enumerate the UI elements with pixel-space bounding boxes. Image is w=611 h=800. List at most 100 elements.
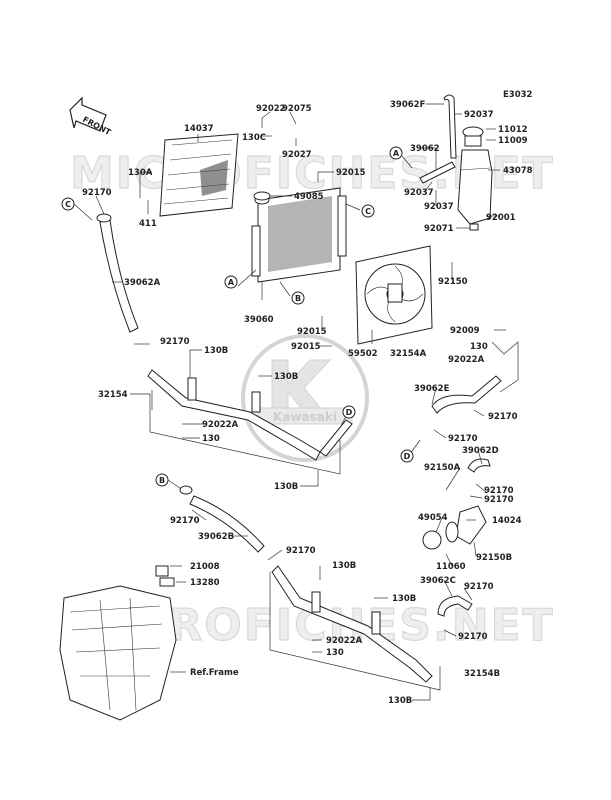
ref-circle-d-2: D: [400, 449, 414, 463]
label-39062b: 39062B: [198, 532, 234, 542]
label-130b-f: 130B: [388, 696, 412, 706]
label-92037-b: 92037: [404, 188, 434, 198]
label-130b-d: 130B: [332, 561, 356, 571]
label-92170-c: 92170: [82, 188, 112, 198]
label-92071: 92071: [424, 224, 454, 234]
label-411: 411: [139, 219, 157, 229]
label-130c: 130C: [242, 133, 266, 143]
svg-text:A: A: [228, 278, 235, 287]
pipe-32154: [147, 369, 353, 461]
label-43078: 43078: [503, 166, 533, 176]
reference-circles: A A B B C C D D: [61, 146, 414, 487]
label-92022a-b: 92022A: [202, 420, 239, 430]
label-14024: 14024: [492, 516, 522, 526]
ref-circle-d-1: D: [342, 405, 356, 419]
reservoir-tank: [457, 126, 493, 231]
label-32154: 32154: [98, 390, 128, 400]
hose-39062f: [443, 94, 457, 159]
label-39062a: 39062A: [124, 278, 161, 288]
ref-circle-c-1: C: [61, 197, 75, 211]
pipe-32154b: [271, 565, 433, 683]
label-32154a: 32154A: [390, 349, 427, 359]
svg-text:A: A: [393, 149, 400, 158]
label-130b-b: 130B: [274, 372, 298, 382]
label-39062e: 39062E: [414, 384, 450, 394]
label-92001: 92001: [486, 213, 516, 223]
leader-lines: [73, 103, 519, 701]
label-130b-a: 130B: [204, 346, 228, 356]
label-130-a: 130: [470, 342, 488, 352]
label-92015-b: 92015: [297, 327, 327, 337]
svg-text:D: D: [404, 452, 411, 461]
svg-text:D: D: [346, 408, 353, 417]
label-92022a-c: 92022A: [326, 636, 363, 646]
frame: [59, 565, 177, 721]
ref-circle-a-2: A: [389, 146, 403, 160]
label-11009: 11009: [498, 136, 528, 146]
svg-text:B: B: [159, 476, 165, 485]
label-92150: 92150: [438, 277, 468, 287]
label-39062f: 39062F: [390, 100, 426, 110]
hose-39062e: [431, 375, 502, 414]
label-92015-a: 92015: [336, 168, 366, 178]
label-92150a: 92150A: [424, 463, 461, 473]
label-92027: 92027: [282, 150, 312, 160]
radiator: [251, 187, 347, 283]
label-39060: 39060: [244, 315, 274, 325]
label-11012: 11012: [498, 125, 528, 135]
label-92037-a: 92037: [464, 110, 494, 120]
part-labels: 14037 130A 411 92170 39062A 92022 92075 …: [82, 100, 533, 706]
label-92170-g: 92170: [484, 486, 514, 496]
label-92170-h: 92170: [484, 495, 514, 505]
label-32154b: 32154B: [464, 669, 500, 679]
ref-circle-b-1: B: [291, 291, 305, 305]
hose-39062a: [99, 219, 139, 333]
label-92170-i: 92170: [286, 546, 316, 556]
clamp-b: [179, 485, 193, 495]
label-92170-b: 92170: [170, 516, 200, 526]
label-130b-c: 130B: [274, 482, 298, 492]
label-ref-frame: Ref.Frame: [190, 668, 239, 678]
label-130a: 130A: [128, 168, 153, 178]
kawasaki-logo-watermark: Kawasaki: [241, 334, 369, 462]
svg-text:B: B: [295, 294, 301, 303]
label-92075: 92075: [282, 104, 312, 114]
label-11060: 11060: [436, 562, 466, 572]
ref-circle-b-2: B: [155, 473, 169, 487]
ref-circle-c-2: C: [361, 204, 375, 218]
logo-text: Kawasaki: [273, 410, 337, 424]
label-92015-c: 92015: [291, 342, 321, 352]
label-92150b: 92150B: [476, 553, 512, 563]
front-arrow: FRONT: [69, 96, 113, 137]
thermostat-housing: [422, 505, 487, 550]
fan-assembly: [355, 245, 433, 345]
label-130-c: 130: [326, 648, 344, 658]
radiator-cap: [253, 191, 271, 201]
hose-39062: [419, 161, 456, 184]
label-39062d: 39062D: [462, 446, 499, 456]
label-92170-a: 92170: [160, 337, 190, 347]
label-92022: 92022: [256, 104, 286, 114]
hose-39062c: [437, 595, 473, 617]
label-39062: 39062: [410, 144, 440, 154]
label-92009: 92009: [450, 326, 480, 336]
label-92170-j: 92170: [464, 582, 494, 592]
label-130b-e: 130B: [392, 594, 416, 604]
radiator-screen: [159, 133, 239, 217]
label-14037: 14037: [184, 124, 214, 134]
ref-circle-a-1: A: [224, 275, 238, 289]
part-13280: [159, 577, 175, 587]
svg-text:C: C: [65, 200, 71, 209]
clamp-92170-c: [96, 213, 112, 223]
label-49054: 49054: [418, 513, 448, 523]
label-92170-k: 92170: [458, 632, 488, 642]
label-92037-c: 92037: [424, 202, 454, 212]
hose-39062d: [467, 458, 491, 473]
label-39062c: 39062C: [420, 576, 456, 586]
diagram-code: E3032: [503, 90, 533, 100]
label-13280: 13280: [190, 578, 220, 588]
svg-text:C: C: [365, 207, 371, 216]
label-92170-e: 92170: [488, 412, 518, 422]
label-49085: 49085: [294, 192, 324, 202]
